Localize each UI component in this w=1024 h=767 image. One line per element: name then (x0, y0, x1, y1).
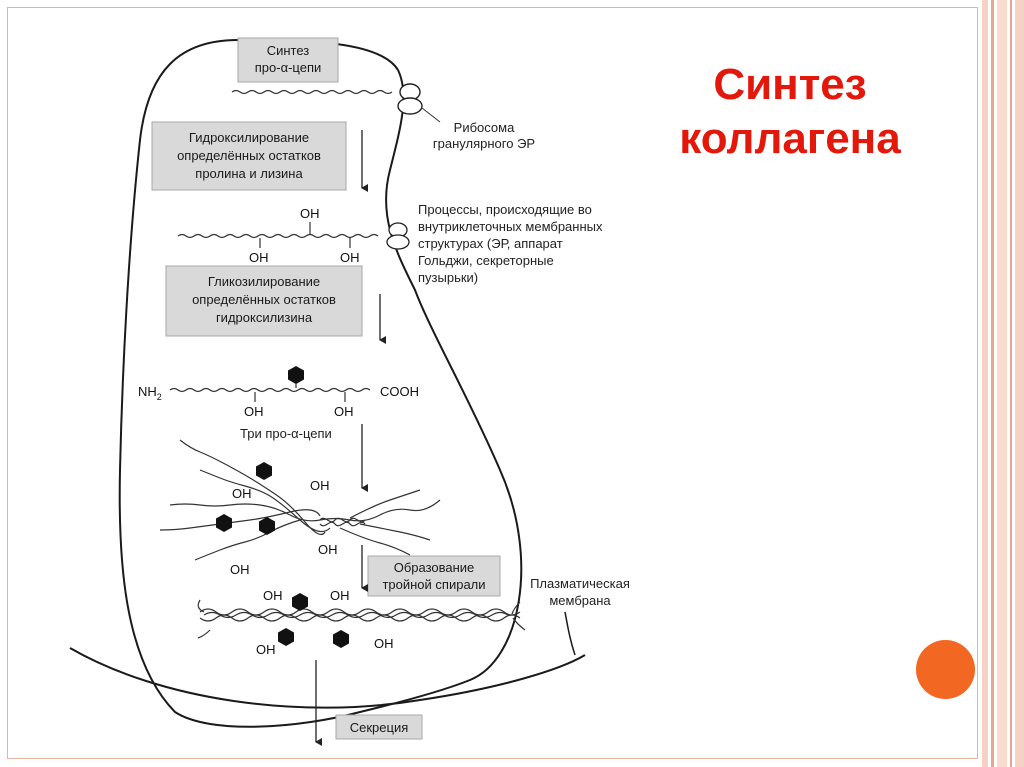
box-hydroxylation-line3: пролина и лизина (195, 166, 303, 181)
plasma-membrane-label-line1: Плазматическая (530, 576, 630, 591)
oh-label: OH (334, 404, 354, 419)
oh-label: OH (232, 486, 252, 501)
pro-alpha-chain-3 (169, 387, 371, 393)
title-line-2: коллагена (679, 114, 901, 163)
cell-outline (118, 38, 523, 728)
oh-label: OH (330, 588, 350, 603)
box-glycosylation-line3: гидроксилизина (216, 310, 313, 325)
slide-frame (7, 7, 978, 759)
oh-label: OH (340, 250, 360, 265)
oh-label: OH (318, 542, 338, 557)
box-glycosylation-line2: определённых остатков (192, 292, 336, 307)
box-glycosylation-line1: Гликозилирование (208, 274, 320, 289)
title-line-1: Синтез (713, 60, 867, 109)
processes-label-line2: внутриклеточных мембранных (418, 219, 603, 234)
three-chains-assembly (159, 439, 441, 561)
box-glycosylation: Гликозилирование определённых остатков г… (165, 265, 363, 337)
plasma-membrane-pointer (564, 611, 576, 656)
sugar-hexagon-icon (256, 462, 272, 480)
slide-title: Синтез коллагена (640, 58, 940, 166)
sugar-hexagon-icon (288, 366, 304, 384)
oh-label: OH (244, 404, 264, 419)
box-hydroxylation-line2: определённых остатков (177, 148, 321, 163)
oh-label: OH (374, 636, 394, 651)
three-chains-label: Три про-α-цепи (240, 426, 332, 441)
processes-label-line5: пузырьки) (418, 270, 478, 285)
box-secretion: Секреция (335, 714, 423, 740)
plasma-membrane-label-line2: мембрана (549, 593, 611, 608)
pro-alpha-chain-2 (177, 233, 379, 239)
ribosome-pointer (421, 107, 441, 123)
sugar-hexagon-icon (333, 630, 349, 648)
sugar-hexagon-icon (278, 628, 294, 646)
oh-label: OH (256, 642, 276, 657)
pro-alpha-chain-1 (231, 89, 393, 95)
box-synthesis-line2: про-α-цепи (255, 60, 322, 75)
plasma-membrane-line (69, 647, 586, 709)
box-hydroxylation: Гидроксилирование определённых остатков … (151, 121, 347, 191)
processes-label-line3: структурах (ЭР, аппарат (418, 236, 563, 251)
ribosome-label-line2: гранулярного ЭР (433, 136, 535, 151)
box-secretion-label: Секреция (350, 720, 409, 735)
box-hydroxylation-line1: Гидроксилирование (189, 130, 309, 145)
sugar-hexagon-icon (259, 517, 275, 535)
oh-label: OH (310, 478, 330, 493)
processes-label-line1: Процессы, происходящие во (418, 202, 592, 217)
box-triple-helix: Образование тройной спирали (367, 555, 501, 597)
box-synthesis: Синтез про-α-цепи (237, 37, 339, 83)
oh-label: OH (230, 562, 250, 577)
processes-label-line4: Гольджи, секреторные (418, 253, 554, 268)
ribosome-label-line1: Рибосома (454, 120, 515, 135)
box-triple-helix-line2: тройной спирали (382, 577, 485, 592)
sugar-hexagon-icon (292, 593, 308, 611)
triple-helix (197, 599, 526, 639)
vesicle-icon (386, 222, 410, 250)
sugar-hexagon-icon (216, 514, 232, 532)
oh-label: OH (300, 206, 320, 221)
box-triple-helix-line1: Образование (394, 560, 475, 575)
cooh-label: COOH (380, 384, 419, 399)
nh2-label: NH2 (138, 384, 162, 402)
oh-label: OH (263, 588, 283, 603)
oh-label: OH (249, 250, 269, 265)
decorative-stripes (982, 0, 1024, 767)
ribosome-icon (397, 83, 423, 115)
orange-circle-icon (916, 640, 975, 699)
box-synthesis-line1: Синтез (267, 43, 310, 58)
